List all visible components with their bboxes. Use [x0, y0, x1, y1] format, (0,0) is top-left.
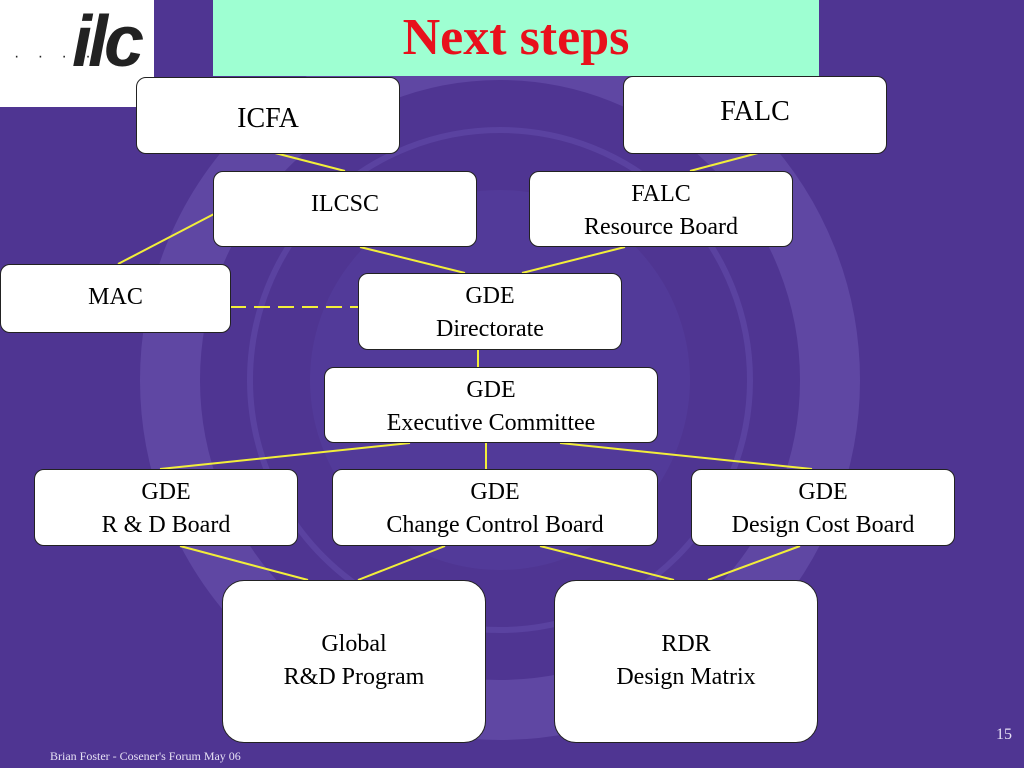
- node-mac-line1: MAC: [88, 284, 143, 310]
- node-gde-change-control-board: GDE Change Control Board: [332, 469, 658, 546]
- page-number: 15: [996, 726, 1012, 743]
- node-gde-executive-committee-line2: Executive Committee: [386, 410, 596, 436]
- node-falc-line1: FALC: [720, 96, 790, 127]
- slide-title: Next steps: [402, 9, 630, 66]
- node-ilcsc-line1: ILCSC: [310, 191, 379, 217]
- node-falc-resource-board: FALC Resource Board: [529, 171, 793, 247]
- ilc-logo: · · · · · · ilc: [0, 0, 154, 107]
- node-global-rd-program: Global R&D Program: [222, 580, 486, 743]
- footer-text: Brian Foster - Cosener's Forum May 06: [50, 749, 241, 763]
- node-rdr-design-matrix-line2: Design Matrix: [616, 664, 756, 690]
- node-rdr-design-matrix-line1: RDR: [661, 631, 711, 657]
- node-global-rd-program-line1: Global: [321, 631, 387, 657]
- node-falc-resource-board-line1: FALC: [631, 181, 691, 207]
- connector-rd-global: [179, 545, 309, 581]
- node-gde-directorate-line1: GDE: [465, 283, 515, 309]
- node-gde-executive-committee-line1: GDE: [466, 377, 516, 403]
- node-gde-directorate: GDE Directorate: [358, 273, 622, 350]
- node-gde-design-cost-board-line1: GDE: [798, 479, 848, 505]
- connector-ccb-global: [357, 545, 446, 581]
- node-gde-design-cost-board-line2: Design Cost Board: [731, 512, 915, 538]
- node-gde-rd-board-line1: GDE: [141, 479, 191, 505]
- connector-falc-falcrb: [689, 152, 759, 172]
- connector-exec-dcb: [559, 442, 813, 470]
- node-gde-design-cost-board: GDE Design Cost Board: [691, 469, 955, 546]
- node-falc: FALC: [623, 76, 887, 154]
- connector-icfa-ilcsc: [274, 152, 346, 172]
- logo-text: ilc: [72, 2, 144, 82]
- connector-ilcsc-mac: [117, 213, 215, 265]
- node-gde-executive-committee: GDE Executive Committee: [324, 367, 658, 443]
- node-mac: MAC: [0, 264, 231, 333]
- node-global-rd-program-line2: R&D Program: [283, 664, 425, 690]
- node-icfa: ICFA: [136, 77, 400, 154]
- node-ilcsc: ILCSC: [213, 171, 477, 247]
- node-gde-rd-board-line2: R & D Board: [101, 512, 231, 538]
- node-gde-change-control-board-line2: Change Control Board: [386, 512, 604, 538]
- connector-exec-rd: [159, 442, 411, 470]
- node-falc-resource-board-line2: Resource Board: [584, 214, 738, 240]
- node-gde-change-control-board-line1: GDE: [470, 479, 520, 505]
- connector-falcrb-gdedir: [521, 246, 626, 274]
- node-rdr-design-matrix: RDR Design Matrix: [554, 580, 818, 743]
- node-icfa-line1: ICFA: [237, 103, 299, 134]
- node-gde-rd-board: GDE R & D Board: [34, 469, 298, 546]
- connector-ilcsc-gdedir: [359, 246, 466, 274]
- connector-ccb-rdr: [539, 545, 675, 581]
- title-band: [213, 0, 819, 76]
- connector-dcb-rdr: [707, 545, 801, 581]
- logo-dots: · · · · · ·: [14, 48, 146, 65]
- node-gde-directorate-line2: Directorate: [436, 316, 544, 342]
